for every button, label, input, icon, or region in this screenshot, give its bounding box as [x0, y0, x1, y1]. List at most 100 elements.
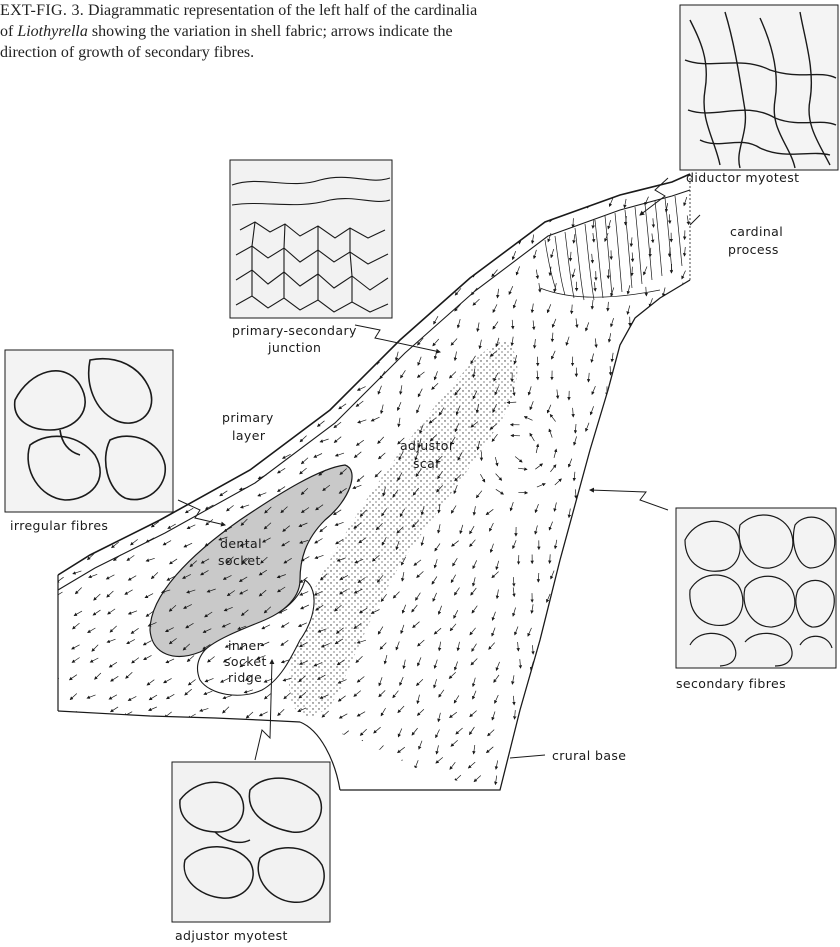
fibre-arrow	[433, 269, 438, 276]
label-ridge: ridge	[228, 670, 262, 685]
fibre-arrow	[569, 793, 570, 802]
fibre-arrow	[609, 333, 611, 342]
fibre-arrow	[556, 796, 557, 805]
fibre-arrow	[576, 627, 577, 636]
fibre-arrow	[653, 218, 654, 227]
fibre-arrow	[415, 201, 420, 208]
fibre-arrow	[278, 709, 285, 715]
fibre-arrow	[652, 727, 653, 736]
fibre-arrow	[513, 608, 516, 617]
fibre-arrow	[360, 729, 366, 735]
fibre-arrow	[416, 593, 421, 601]
fibre-arrow	[628, 486, 631, 495]
fibre-arrow	[419, 741, 422, 749]
fibre-arrow	[681, 692, 684, 701]
fibre-arrow	[95, 673, 101, 679]
fibre-arrow	[491, 217, 497, 224]
label-primary-secondary: primary-secondary	[232, 323, 357, 338]
fibre-arrow	[515, 710, 516, 719]
fibre-arrow	[586, 624, 590, 632]
fibre-arrow	[509, 286, 513, 294]
fibre-arrow	[109, 695, 117, 699]
label-junction: junction	[267, 340, 321, 355]
fibre-arrow	[111, 742, 118, 748]
fibre-arrow	[470, 711, 477, 717]
fibre-arrow	[109, 662, 117, 667]
fibre-arrow	[131, 231, 138, 236]
fibre-arrow	[128, 696, 136, 700]
label-inner: inner	[228, 638, 263, 653]
fibre-arrow	[418, 389, 422, 397]
fibre-arrow	[203, 282, 210, 288]
fibre-arrow	[132, 658, 139, 663]
fibre-arrow	[529, 758, 533, 766]
fibre-arrow	[515, 457, 522, 463]
fibre-arrow	[592, 541, 593, 550]
fibre-arrow	[643, 574, 646, 583]
fibre-arrow	[335, 385, 344, 388]
fibre-arrow	[432, 300, 437, 307]
fibre-arrow	[378, 386, 381, 394]
fibre-arrow	[276, 745, 284, 748]
fibre-arrow	[223, 707, 229, 713]
fibre-arrow	[608, 605, 611, 614]
fibre-arrow	[333, 792, 341, 796]
fibre-arrow	[438, 713, 440, 722]
fibre-arrow	[473, 678, 475, 687]
fibre-arrow	[415, 760, 418, 768]
fibre-arrow	[164, 678, 172, 682]
label-adjustor: adjustor	[400, 438, 455, 453]
fibre-arrow	[183, 475, 191, 479]
fibre-arrow	[379, 453, 386, 459]
fibre-arrow	[454, 610, 458, 618]
fibre-arrow	[517, 723, 518, 732]
fibre-arrow	[663, 526, 665, 535]
fibre-arrow	[301, 458, 308, 464]
fibre-arrow	[686, 435, 689, 443]
fibre-arrow	[397, 216, 402, 224]
fibre-arrow	[49, 301, 57, 306]
fibre-arrow	[240, 452, 248, 456]
fibre-arrow	[419, 300, 421, 309]
fibre-arrow	[532, 304, 533, 313]
fibre-arrow	[573, 542, 574, 551]
fibre-arrow	[166, 285, 174, 290]
fibre-arrow	[393, 592, 399, 598]
fibre-arrow	[246, 712, 253, 718]
fibre-arrow	[664, 543, 665, 552]
fibre-arrow	[94, 777, 102, 780]
fibre-arrow	[573, 527, 574, 536]
inset-diductor-myotest	[680, 5, 838, 170]
fibre-arrow	[189, 455, 197, 459]
fibre-arrow	[128, 339, 136, 343]
fibre-arrow	[398, 706, 404, 713]
fibre-arrow	[494, 675, 499, 682]
fibre-arrow	[181, 204, 190, 207]
fibre-arrow	[440, 199, 444, 207]
fibre-arrow	[417, 405, 420, 413]
fibre-arrow	[93, 338, 100, 344]
fibre-arrow	[399, 418, 401, 427]
fibre-arrow	[688, 707, 690, 716]
cardinal-process-fibres	[540, 196, 682, 300]
fibre-arrow	[573, 269, 576, 278]
fibre-arrow	[471, 288, 477, 295]
fibre-arrow	[492, 612, 495, 621]
fibre-arrow	[648, 593, 651, 601]
fibre-arrow	[131, 319, 138, 325]
fibre-arrow	[435, 544, 440, 551]
fibre-arrow	[629, 402, 630, 411]
fibre-arrow	[169, 729, 177, 734]
fibre-arrow	[607, 468, 610, 477]
fibre-arrow	[224, 470, 231, 475]
fibre-arrow	[417, 571, 424, 577]
fibre-arrow	[187, 424, 195, 428]
fibre-arrow	[687, 353, 688, 362]
fibre-arrow	[624, 441, 627, 450]
fibre-arrow	[537, 484, 545, 488]
fibre-arrow	[652, 234, 653, 243]
fibre-arrow	[52, 539, 60, 543]
fibre-arrow	[536, 203, 539, 212]
fibre-arrow	[320, 439, 329, 442]
